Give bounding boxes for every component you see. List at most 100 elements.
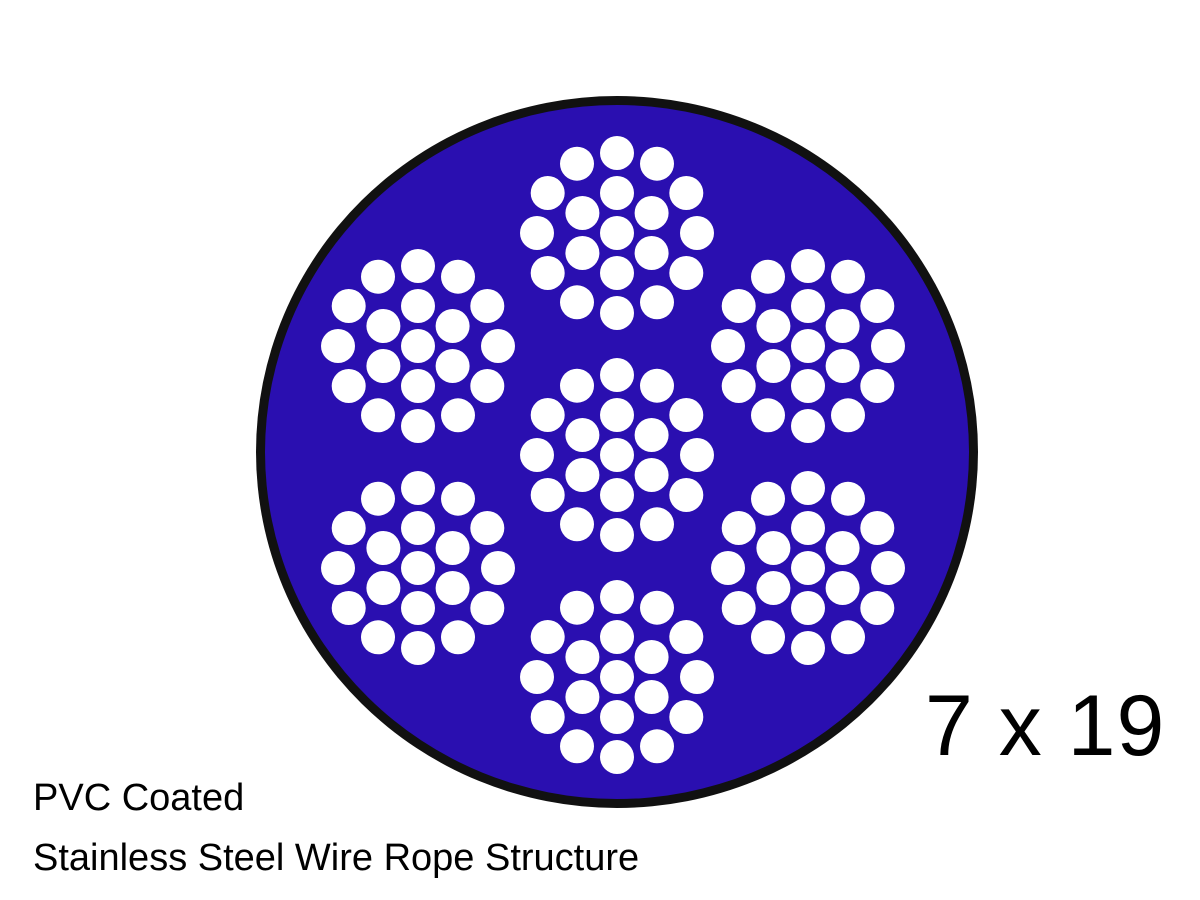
- outer-wire: [751, 259, 785, 294]
- outer-wire: [331, 511, 366, 545]
- outer-wire: [321, 329, 355, 363]
- inner-wire: [756, 349, 791, 383]
- outer-wire: [361, 620, 395, 655]
- outer-strand: [321, 249, 515, 443]
- inner-wire: [366, 349, 401, 383]
- outer-strand: [321, 471, 515, 665]
- outer-wire: [520, 438, 554, 472]
- inner-wire: [791, 289, 825, 323]
- inner-wire: [600, 478, 634, 512]
- outer-wire: [640, 507, 674, 542]
- outer-wire: [860, 591, 895, 625]
- outer-wire: [640, 729, 674, 764]
- outer-wire: [751, 398, 785, 433]
- outer-wire: [669, 478, 704, 512]
- outer-wire: [600, 358, 634, 392]
- inner-wire: [565, 196, 600, 230]
- inner-wire: [791, 591, 825, 625]
- inner-wire: [756, 571, 791, 605]
- outer-wire: [600, 136, 634, 170]
- strands-group: [321, 136, 905, 774]
- outer-wire: [680, 438, 714, 472]
- inner-wire: [634, 680, 669, 714]
- outer-wire: [441, 398, 475, 433]
- outer-wire: [791, 471, 825, 505]
- outer-wire: [669, 620, 704, 654]
- centre-wire: [401, 329, 435, 363]
- inner-wire: [600, 176, 634, 210]
- outer-wire: [530, 176, 565, 210]
- outer-wire: [860, 289, 895, 323]
- outer-wire: [530, 620, 565, 654]
- caption-line-2: Stainless Steel Wire Rope Structure: [33, 837, 640, 879]
- outer-wire: [560, 729, 594, 764]
- outer-wire: [680, 216, 714, 250]
- outer-wire: [871, 329, 905, 363]
- outer-wire: [791, 249, 825, 283]
- outer-wire: [470, 511, 505, 545]
- outer-strand: [520, 136, 714, 330]
- outer-wire: [831, 481, 865, 516]
- inner-wire: [825, 349, 860, 383]
- outer-wire: [640, 285, 674, 320]
- outer-wire: [441, 620, 475, 655]
- inner-wire: [634, 236, 669, 270]
- outer-wire: [831, 620, 865, 655]
- inner-wire: [634, 196, 669, 230]
- outer-wire: [669, 398, 704, 432]
- outer-wire: [530, 700, 565, 734]
- inner-wire: [401, 289, 435, 323]
- outer-strand: [711, 249, 905, 443]
- inner-wire: [565, 640, 600, 674]
- outer-wire: [751, 481, 785, 516]
- outer-wire: [669, 176, 704, 210]
- outer-wire: [721, 369, 756, 403]
- inner-wire: [600, 700, 634, 734]
- outer-wire: [361, 259, 395, 294]
- inner-wire: [366, 531, 401, 565]
- centre-wire: [791, 551, 825, 585]
- inner-wire: [634, 640, 669, 674]
- outer-wire: [560, 146, 594, 181]
- centre-wire: [600, 216, 634, 250]
- inner-wire: [756, 309, 791, 343]
- inner-wire: [825, 309, 860, 343]
- inner-wire: [401, 369, 435, 403]
- inner-wire: [565, 680, 600, 714]
- outer-wire: [520, 660, 554, 694]
- outer-wire: [721, 511, 756, 545]
- outer-wire: [600, 518, 634, 552]
- outer-wire: [860, 511, 895, 545]
- outer-wire: [560, 285, 594, 320]
- inner-wire: [401, 591, 435, 625]
- inner-wire: [600, 256, 634, 290]
- outer-wire: [600, 296, 634, 330]
- inner-wire: [756, 531, 791, 565]
- outer-wire: [470, 591, 505, 625]
- outer-wire: [331, 289, 366, 323]
- inner-wire: [791, 511, 825, 545]
- outer-wire: [860, 369, 895, 403]
- outer-wire: [470, 289, 505, 323]
- inner-wire: [600, 398, 634, 432]
- construction-label: 7 x 19: [925, 678, 1166, 774]
- outer-wire: [520, 216, 554, 250]
- inner-wire: [825, 531, 860, 565]
- inner-wire: [565, 236, 600, 270]
- outer-wire: [560, 590, 594, 625]
- outer-wire: [791, 409, 825, 443]
- outer-wire: [331, 369, 366, 403]
- inner-wire: [435, 531, 470, 565]
- outer-wire: [331, 591, 366, 625]
- outer-wire: [711, 551, 745, 585]
- outer-wire: [530, 256, 565, 290]
- centre-wire: [600, 660, 634, 694]
- outer-wire: [530, 398, 565, 432]
- outer-wire: [600, 580, 634, 614]
- outer-wire: [721, 591, 756, 625]
- outer-wire: [401, 631, 435, 665]
- core-strand: [520, 358, 714, 552]
- outer-wire: [441, 481, 475, 516]
- caption: PVC Coated Stainless Steel Wire Rope Str…: [33, 768, 639, 888]
